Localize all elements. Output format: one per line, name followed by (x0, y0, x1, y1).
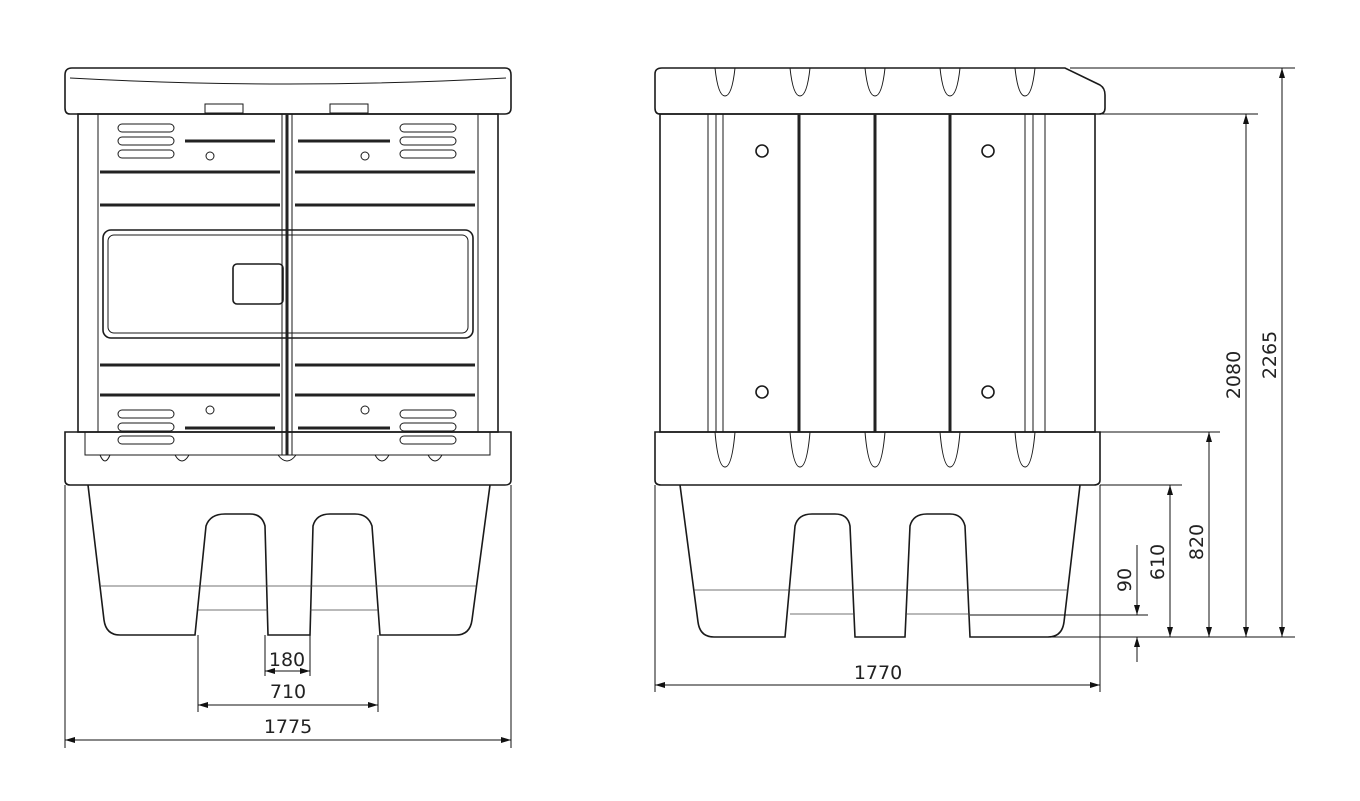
front-view (64, 67, 512, 636)
dim-sump-height: 610 (1147, 544, 1169, 580)
dim-base-height: 820 (1186, 524, 1208, 560)
dim-overall-width: 1775 (264, 716, 312, 738)
front-dimensions: 180 710 1775 (64, 485, 512, 748)
dim-body-height: 2080 (1223, 351, 1245, 399)
dim-overall-length: 1770 (854, 662, 902, 684)
side-dimensions: 1770 90 610 820 2080 2265 (654, 67, 1295, 692)
dim-pocket-spacing: 710 (270, 681, 306, 703)
side-view (654, 67, 1106, 638)
dim-pocket-height: 90 (1114, 568, 1136, 592)
dim-overall-height: 2265 (1259, 331, 1281, 379)
front-base (64, 431, 512, 486)
front-lid (64, 67, 512, 115)
front-sump (87, 484, 491, 636)
front-vents (117, 123, 457, 445)
side-ribs (707, 114, 1046, 432)
dim-pocket-width: 180 (269, 649, 305, 671)
side-sump (679, 484, 1081, 638)
side-body (659, 113, 1096, 433)
front-latch (232, 263, 284, 305)
side-lid (654, 67, 1106, 115)
side-base (654, 431, 1101, 486)
front-window (102, 229, 474, 339)
